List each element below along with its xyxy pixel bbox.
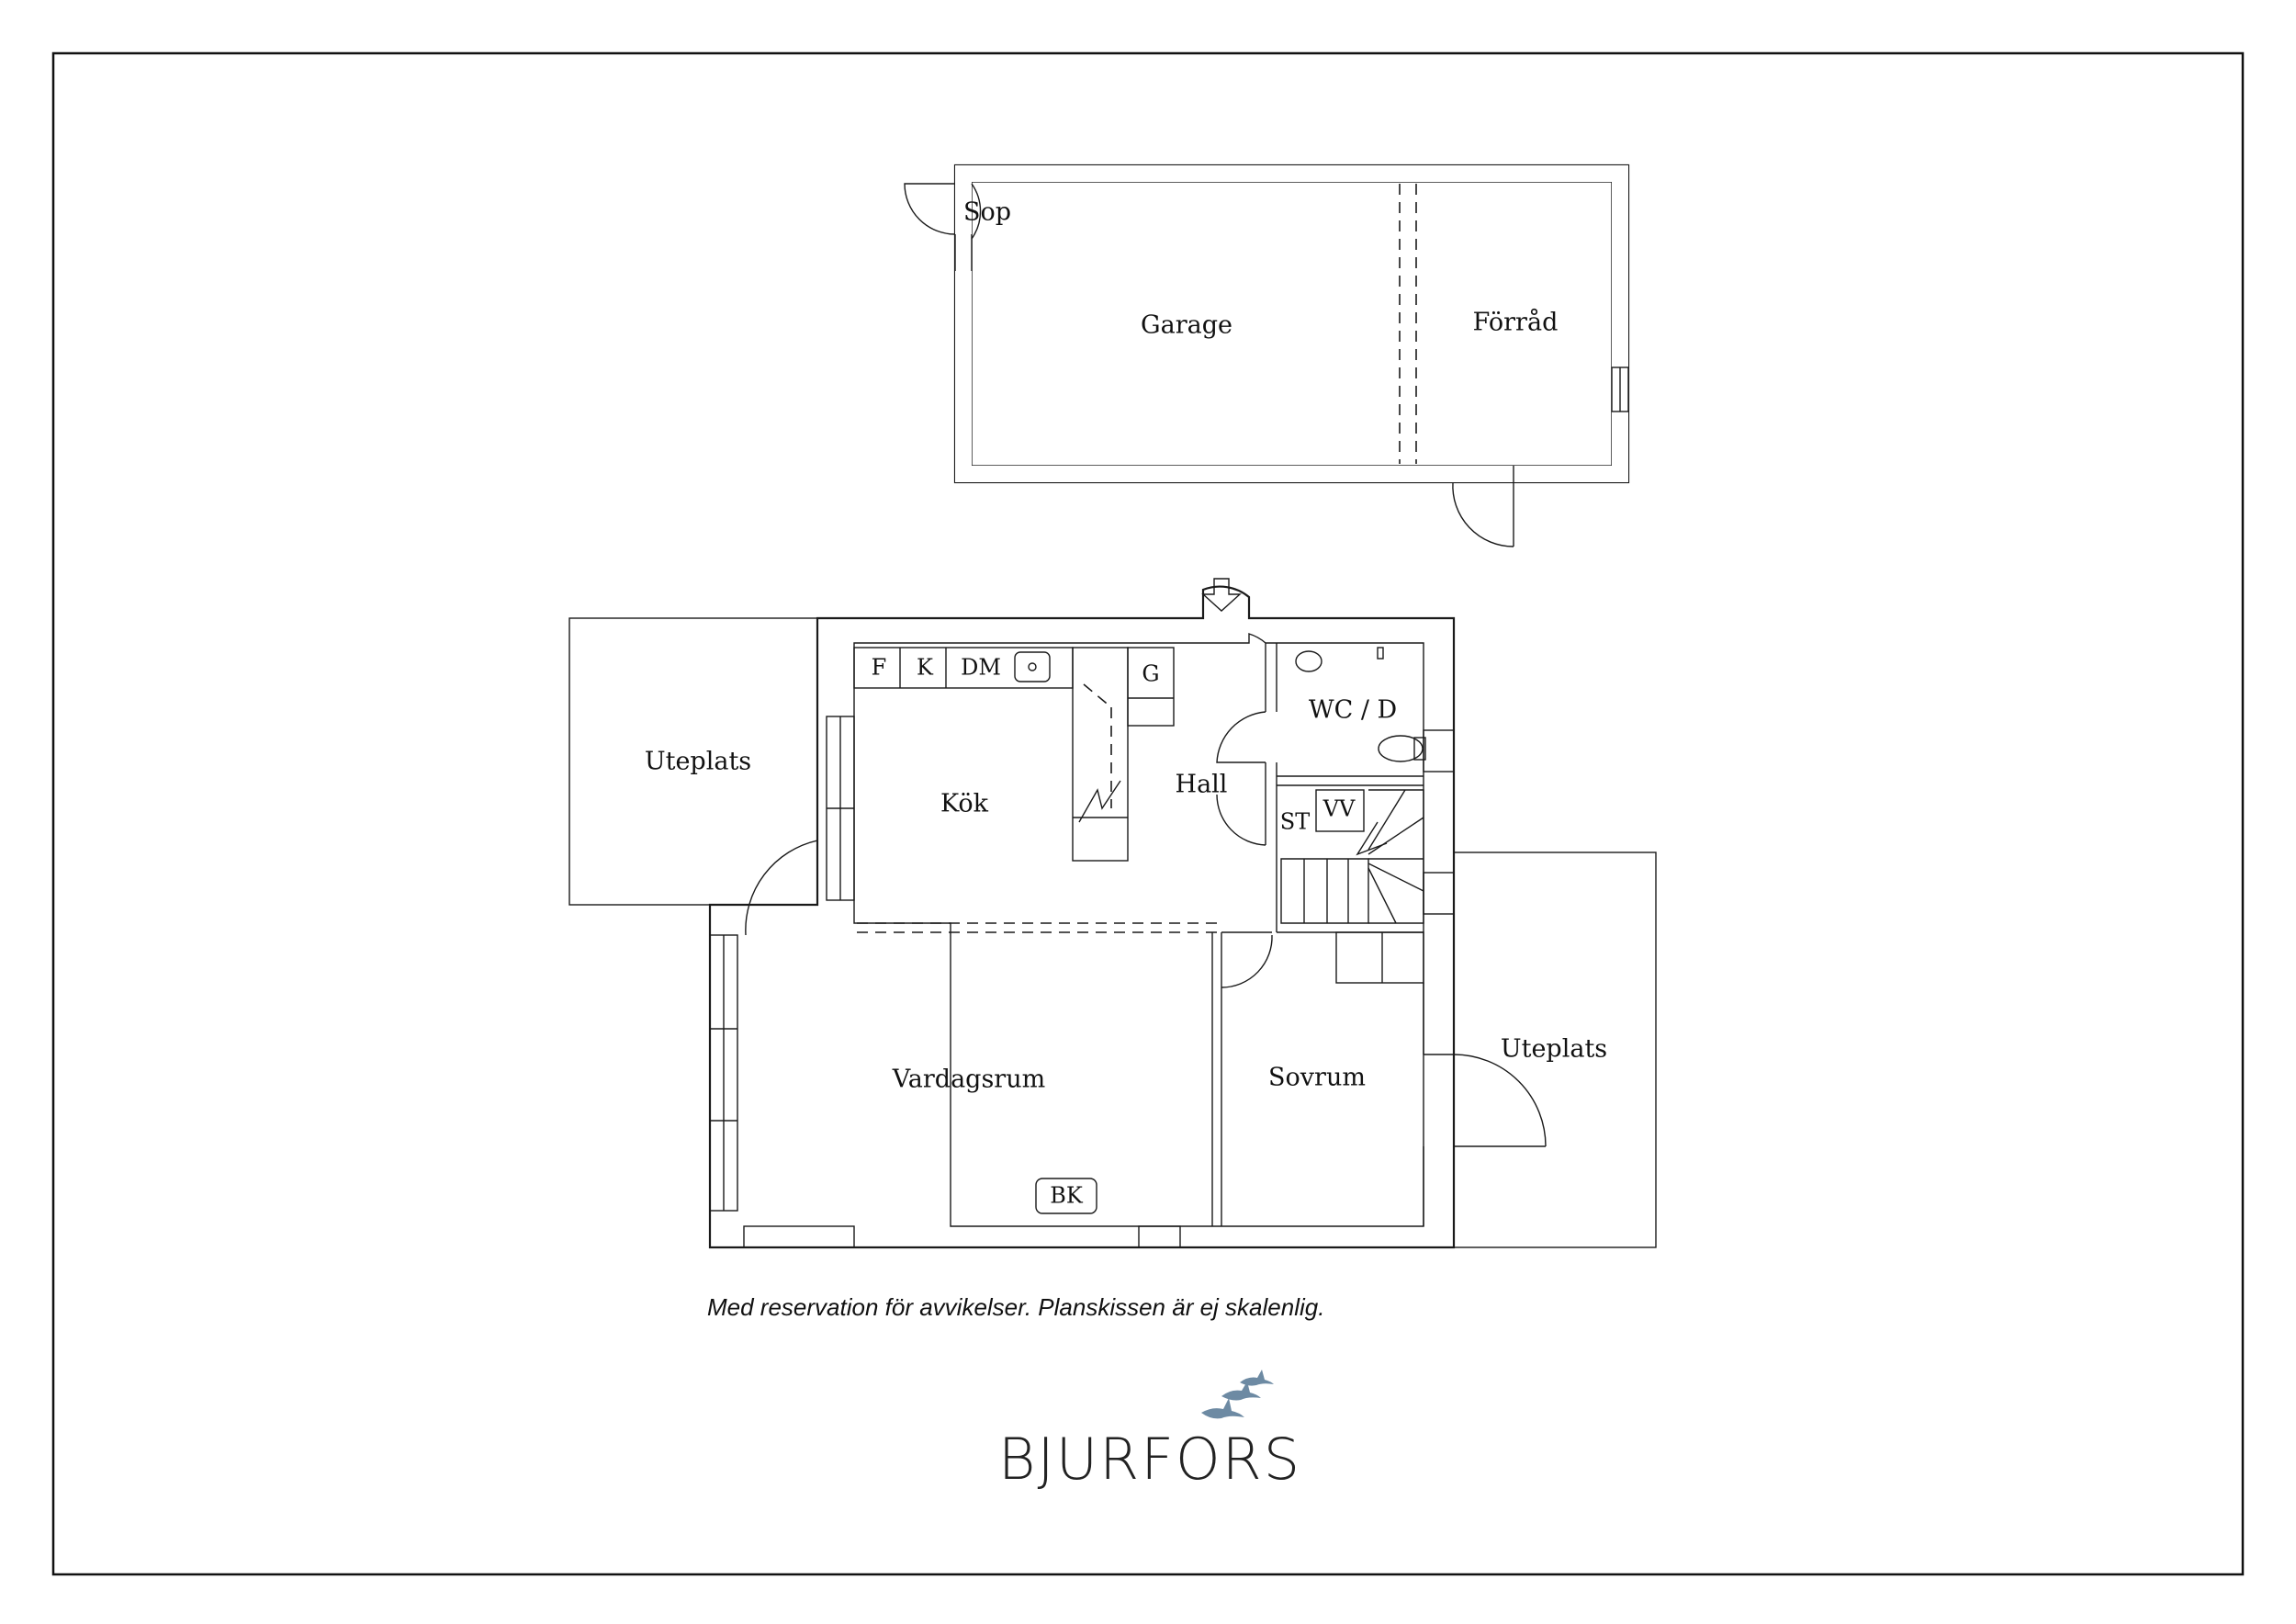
fixture-label-dm: DM [961,655,1001,681]
room-label-kok: Kök [940,790,989,818]
staircase [1280,789,1424,924]
bird-logo-icon [1201,1370,1274,1419]
room-label-uteplats-right: Uteplats [1501,1035,1607,1064]
disclaimer-note: Med reservation för avvikelser. Planskis… [707,1293,1324,1321]
page-frame [51,51,2245,1576]
room-label-uteplats-left: Uteplats [645,748,751,776]
room-label-forrad: Förråd [1473,308,1559,337]
room-label-vardagsrum: Vardagsrum [892,1066,1045,1094]
fixture-label-g: G [1142,661,1159,687]
entrance-arrow-icon [1201,578,1242,612]
room-label-garage: Garage [1141,311,1232,340]
fixture-label-bk: BK [1050,1183,1084,1209]
room-label-st: ST [1280,809,1310,835]
uteplats-right-area [1453,851,1657,1248]
fixture-label-f: F [872,655,887,681]
room-label-hall: Hall [1176,771,1228,799]
main-house [708,578,1547,1249]
brand-name: BJURFORS [998,1426,1301,1493]
room-label-sop: Sop [963,198,1011,227]
uteplats-left-area [568,617,818,906]
garage-building [904,164,1630,547]
fixture-label-k: K [917,655,934,681]
room-label-vv: VV [1322,796,1356,822]
fireplace-box [1035,1178,1097,1214]
room-label-wc: WC / D [1309,696,1397,725]
room-label-sovrum: Sovrum [1268,1064,1366,1092]
